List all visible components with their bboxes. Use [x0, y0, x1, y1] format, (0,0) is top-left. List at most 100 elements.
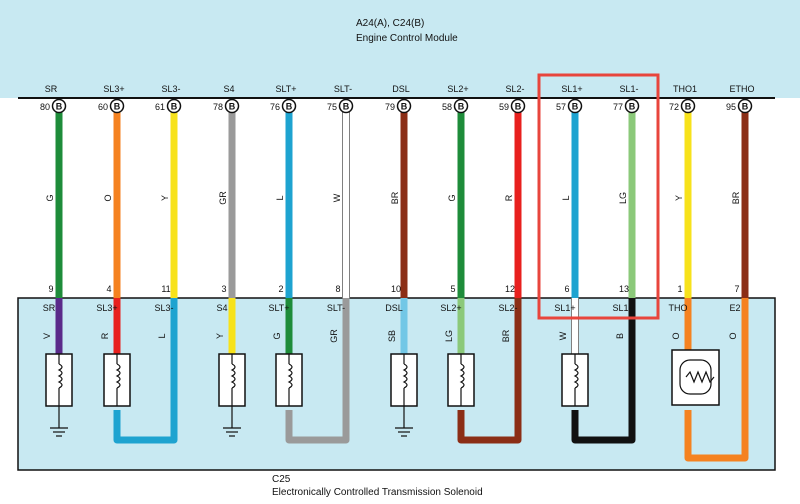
- terminal-badge: [453, 98, 469, 114]
- terminal-badge: [224, 98, 240, 114]
- ecm-signal-label: SL1+: [561, 84, 582, 94]
- ecm-wire-color-code: G: [447, 194, 457, 201]
- terminal-badge: [624, 98, 640, 114]
- ecm-signal-label: SR: [45, 84, 58, 94]
- solenoid-pin-number: 8: [335, 284, 340, 294]
- terminal-badge: [396, 98, 412, 114]
- return-loop-tho: [684, 353, 749, 462]
- ecm-pin-number: 77: [613, 102, 623, 112]
- solenoid-pin-number: 6: [564, 284, 569, 294]
- terminal-badge-label: B: [458, 102, 465, 112]
- ecm-wire-color-code: Y: [160, 195, 170, 201]
- terminal-badge-label: B: [229, 102, 236, 112]
- highlight-box: [537, 73, 660, 320]
- solenoid-wire-color-code: GR: [329, 329, 339, 343]
- solenoid-wire-color-code: G: [272, 332, 282, 339]
- ecm-wire-color-code: O: [103, 194, 113, 201]
- solenoid-wire-color-code: O: [671, 332, 681, 339]
- terminal-badge: [281, 98, 297, 114]
- ecm-connector-label: A24(A), C24(B): [356, 18, 424, 29]
- terminal-badge-label: B: [515, 102, 522, 112]
- terminal-badge: [51, 98, 67, 114]
- ecm-wire-color-code: R: [504, 194, 514, 201]
- terminal-badge-label: B: [685, 102, 692, 112]
- ecm-signal-label: SLT-: [334, 84, 352, 94]
- solenoid-coil-sl3-pos: [103, 353, 131, 407]
- solenoid-wire-color-code: B: [615, 333, 625, 339]
- solenoid-wire-color-code: LG: [444, 330, 454, 342]
- solenoid-coil-sr: [45, 353, 73, 407]
- terminal-badge: [680, 98, 696, 114]
- ecm-wire-color-code: L: [275, 195, 285, 200]
- ground-icon: [395, 406, 413, 437]
- solenoid-pin-number: 5: [450, 284, 455, 294]
- ecm-wire-color-code: GR: [218, 191, 228, 205]
- return-loop-slt: [285, 353, 350, 444]
- terminal-badge-label: B: [56, 102, 63, 112]
- ecm-signal-label: ETHO: [729, 84, 754, 94]
- solenoid-signal-label: SL2-: [498, 303, 517, 313]
- solenoid-signal-label: DSL: [385, 303, 403, 313]
- solenoid-signal-label: E2: [729, 303, 740, 313]
- solenoid-pin-number: 13: [619, 284, 629, 294]
- ecm-pin-number: 57: [556, 102, 566, 112]
- solenoid-connector-label: C25: [272, 474, 291, 485]
- solenoid-wire-color-code: SB: [387, 330, 397, 342]
- terminal-badge-label: B: [171, 102, 178, 112]
- solenoid-wire-color-code: L: [157, 333, 167, 338]
- ecm-wire-color-code: L: [561, 195, 571, 200]
- solenoid-pin-number: 7: [734, 284, 739, 294]
- ground-icon: [50, 406, 68, 437]
- wires: [55, 110, 749, 356]
- solenoid-pin-number: 1: [677, 284, 682, 294]
- terminal-badge-label: B: [343, 102, 350, 112]
- return-loop-sl1: [571, 353, 636, 444]
- terminal-badge: [510, 98, 526, 114]
- solenoid-signal-label: SL2+: [440, 303, 461, 313]
- solenoid-signal-label: SR: [43, 303, 56, 313]
- ecm-pin-number: 59: [499, 102, 509, 112]
- ecm-signal-label: SL3-: [161, 84, 180, 94]
- solenoid-coil-sl1-pos: [561, 353, 589, 407]
- ecm-panel: [0, 0, 800, 98]
- ecm-name-label: Engine Control Module: [356, 33, 458, 44]
- ecm-pin-number: 76: [270, 102, 280, 112]
- ecm-wire-color-code: BR: [731, 191, 741, 204]
- terminal-badge: [338, 98, 354, 114]
- terminal-badge-label: B: [286, 102, 293, 112]
- ecm-pin-number: 60: [98, 102, 108, 112]
- ecm-signal-label: SLT+: [275, 84, 296, 94]
- ecm-pin-number: 58: [442, 102, 452, 112]
- ecm-signal-label: DSL: [392, 84, 410, 94]
- terminal-badge: [109, 98, 125, 114]
- ecm-signal-label: THO1: [673, 84, 697, 94]
- solenoid-signal-label: S4: [216, 303, 227, 313]
- solenoid-pin-number: 3: [221, 284, 226, 294]
- solenoid-signal-label: SLT-: [327, 303, 345, 313]
- terminal-badge-label: B: [572, 102, 579, 112]
- ecm-pin-number: 78: [213, 102, 223, 112]
- ecm-pin-number: 75: [327, 102, 337, 112]
- solenoid-wire-color-code: W: [558, 331, 568, 340]
- solenoid-signal-label: SL3+: [96, 303, 117, 313]
- solenoid-pin-number: 11: [161, 284, 170, 294]
- solenoid-coil-sl2-pos: [447, 353, 475, 407]
- return-loops: [113, 353, 749, 462]
- solenoid-name-label: Electronically Controlled Transmission S…: [272, 487, 483, 498]
- terminal-badge-label: B: [742, 102, 749, 112]
- terminal-badge: [567, 98, 583, 114]
- ecm-pin-number: 79: [385, 102, 395, 112]
- solenoid-signal-label: SL1-: [612, 303, 631, 313]
- solenoid-coil-slt-pos: [275, 353, 303, 407]
- ecm-signal-label: SL1-: [619, 84, 638, 94]
- ecm-wire-color-code: LG: [618, 192, 628, 204]
- solenoid-signal-label: SLT+: [268, 303, 289, 313]
- ecm-signal-label: SL3+: [103, 84, 124, 94]
- ecm-pin-number: 80: [40, 102, 50, 112]
- terminal-badge-label: B: [114, 102, 121, 112]
- solenoid-pin-number: 2: [278, 284, 283, 294]
- solenoid-pin-number: 9: [48, 284, 53, 294]
- ecm-wire-color-code: G: [45, 194, 55, 201]
